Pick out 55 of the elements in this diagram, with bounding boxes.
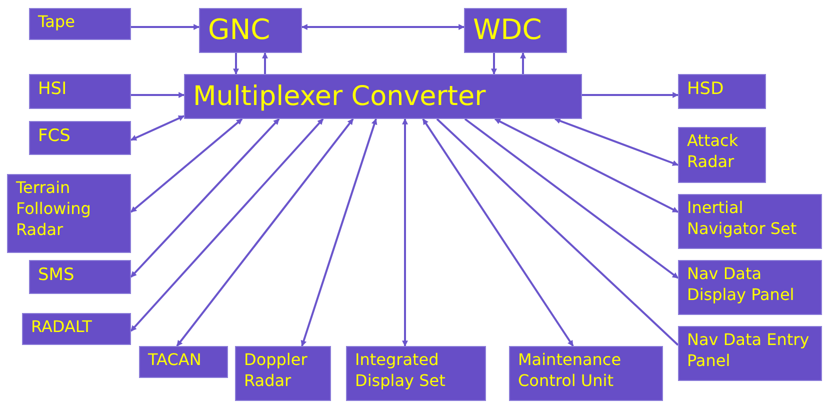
arrow <box>131 24 200 30</box>
component-box <box>678 260 822 315</box>
arrow <box>422 118 574 347</box>
component-box <box>29 260 131 294</box>
arrow <box>520 52 526 74</box>
box-label: WDC <box>473 12 543 48</box>
arrow <box>130 115 185 141</box>
box-label: Integrated Display Set <box>355 350 446 392</box>
arrow <box>130 118 243 213</box>
component-box <box>509 346 663 401</box>
box-label: Multiplexer Converter <box>193 80 487 114</box>
component-box <box>7 174 131 253</box>
box-label: SMS <box>38 264 76 286</box>
component-box <box>678 74 766 109</box>
box-label: FCS <box>38 125 72 148</box>
box-label: Inertial Navigator Set <box>687 198 798 240</box>
component-box <box>346 346 486 401</box>
box-label: Nav Data Display Panel <box>687 264 796 306</box>
arrow <box>233 53 239 75</box>
arrow <box>130 118 324 332</box>
arrow <box>300 118 378 347</box>
arrow <box>176 118 354 347</box>
arrow <box>262 52 268 74</box>
component-box <box>678 194 822 249</box>
box-label: Doppler Radar <box>244 350 308 392</box>
component-box <box>678 326 822 381</box>
arrow <box>554 118 679 166</box>
component-box <box>678 127 766 183</box>
arrow <box>130 118 280 278</box>
component-box <box>199 8 302 53</box>
component-box <box>235 346 331 401</box>
box-label: Terrain Following Radar <box>16 178 92 240</box>
arrow <box>491 53 497 75</box>
arrow <box>494 118 679 213</box>
arrow <box>464 118 679 279</box>
component-box <box>184 74 582 119</box>
arrow <box>402 118 408 347</box>
box-label: TACAN <box>148 350 202 371</box>
component-box <box>22 313 131 345</box>
box-label: RADALT <box>31 317 93 338</box>
arrow <box>301 24 465 30</box>
box-label: Nav Data Entry Panel <box>687 330 810 372</box>
component-box <box>139 346 228 378</box>
box-label: Maintenance Control Unit <box>518 350 622 392</box>
box-label: Tape <box>38 12 76 33</box>
arrow <box>582 92 679 98</box>
component-box <box>464 8 567 53</box>
component-box <box>29 121 131 155</box>
box-label: HSI <box>38 78 68 100</box>
component-box <box>29 74 131 109</box>
arrow <box>131 92 185 98</box>
box-label: HSD <box>687 78 725 100</box>
box-label: GNC <box>208 12 272 48</box>
component-box <box>29 8 131 40</box>
box-label: Attack Radar <box>687 131 740 173</box>
